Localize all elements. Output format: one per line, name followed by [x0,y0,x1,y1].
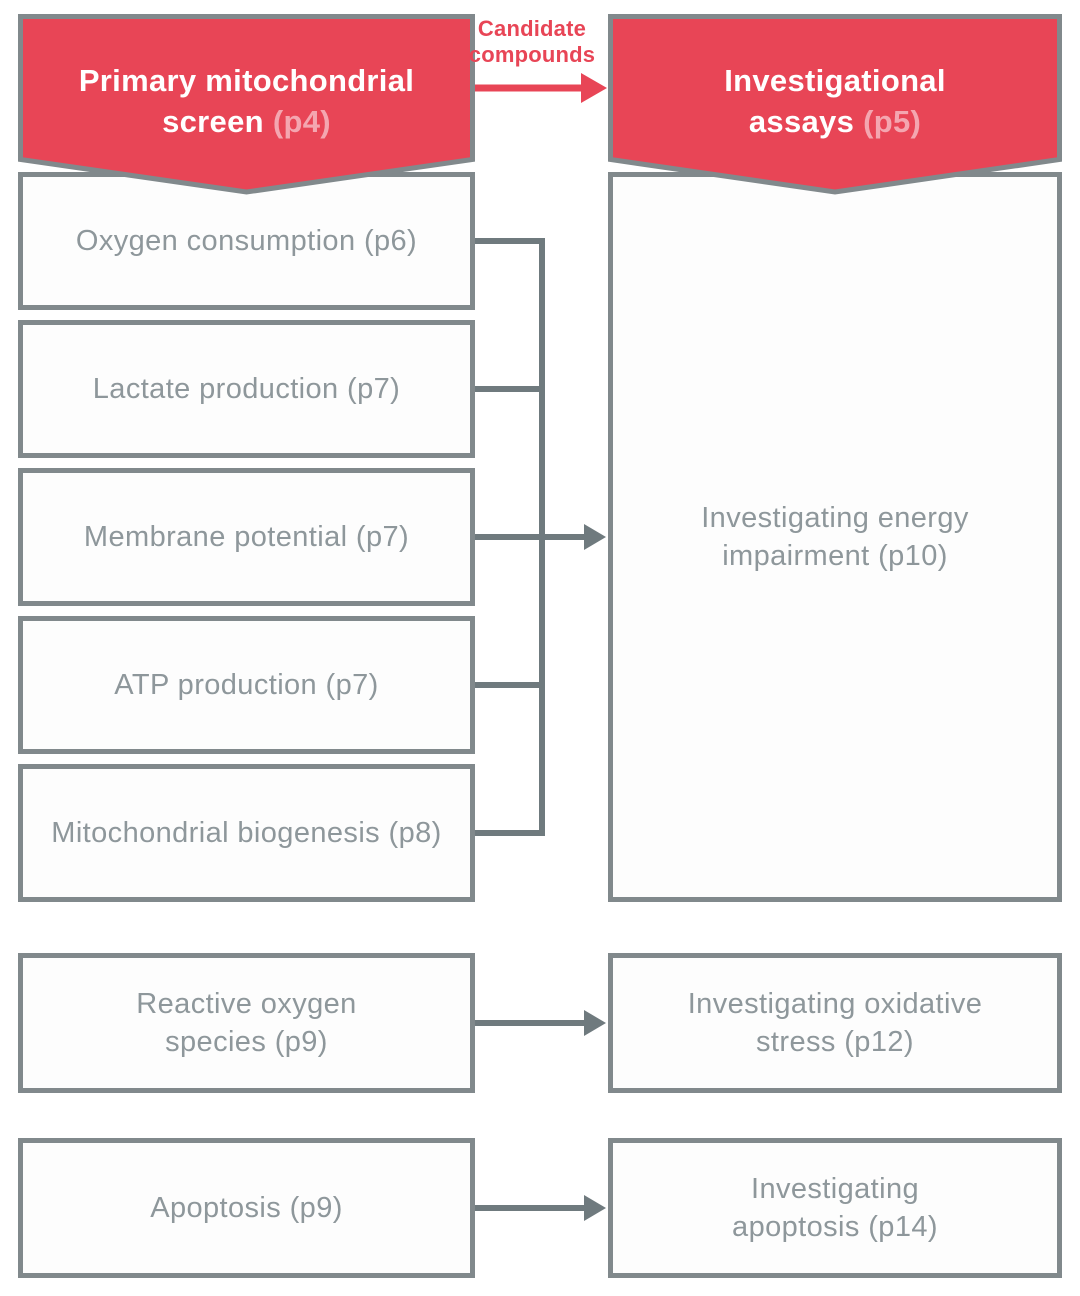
banner-title-line2: assays(p5) [748,104,922,139]
candidate-compounds-label: Candidate compounds [468,16,596,68]
banner-title: Primary mitochondrial screen(p4) [18,14,475,190]
box-label: Mitochondrial biogenesis (p8) [51,816,442,849]
apoptosis-arrow [470,1195,606,1221]
banner-title-line2: screen(p4) [162,104,331,139]
arrowhead-icon [584,524,606,550]
ros-to-oxidative-arrow [470,1010,606,1036]
box-label: Apoptosis (p9) [150,1191,343,1224]
box-atp-production: ATP production (p7) [18,616,475,754]
box-apoptosis: Apoptosis (p9) [18,1138,475,1278]
box-label: Lactate production (p7) [92,372,401,405]
page-ref: (p5) [863,104,922,139]
box-lactate-production: Lactate production (p7) [18,320,475,458]
box-label: Reactive oxygen species (p9) [136,987,357,1058]
box-reactive-oxygen-species: Reactive oxygen species (p9) [18,953,475,1093]
box-label: ATP production (p7) [114,668,379,701]
ribbon-shape [608,14,1062,195]
banner-title: Investigational assays(p5) [608,14,1062,190]
box-membrane-potential: Membrane potential (p7) [18,468,475,606]
banner-investigational-assays: Investigational assays(p5) [608,14,1062,195]
box-label: Investigating oxidative stress (p12) [687,987,983,1058]
box-label: Oxygen consumption (p6) [75,224,418,257]
box-investigating-energy-impairment: Investigating energy impairment (p10) [608,172,1062,902]
box-investigating-oxidative-stress: Investigating oxidative stress (p12) [608,953,1062,1093]
arrowhead-icon [584,1010,606,1036]
box-label: Investigating apoptosis (p14) [732,1172,938,1243]
arrowhead-icon [581,73,607,103]
banner-primary-mitochondrial-screen: Primary mitochondrial screen(p4) [18,14,475,195]
box-label: Investigating energy impairment (p10) [701,501,969,572]
box-investigating-apoptosis: Investigating apoptosis (p14) [608,1138,1062,1278]
page-ref: (p4) [272,104,331,139]
arrowhead-icon [584,1195,606,1221]
banner-title-line1: Primary mitochondrial [78,63,415,99]
screen-to-energy-connector [464,238,584,836]
ribbon-shape [18,14,475,195]
banner-title-line1: Investigational [724,63,946,99]
candidate-compounds-arrow [468,73,607,103]
box-label: Membrane potential (p7) [83,520,410,553]
box-mitochondrial-biogenesis: Mitochondrial biogenesis (p8) [18,764,475,902]
